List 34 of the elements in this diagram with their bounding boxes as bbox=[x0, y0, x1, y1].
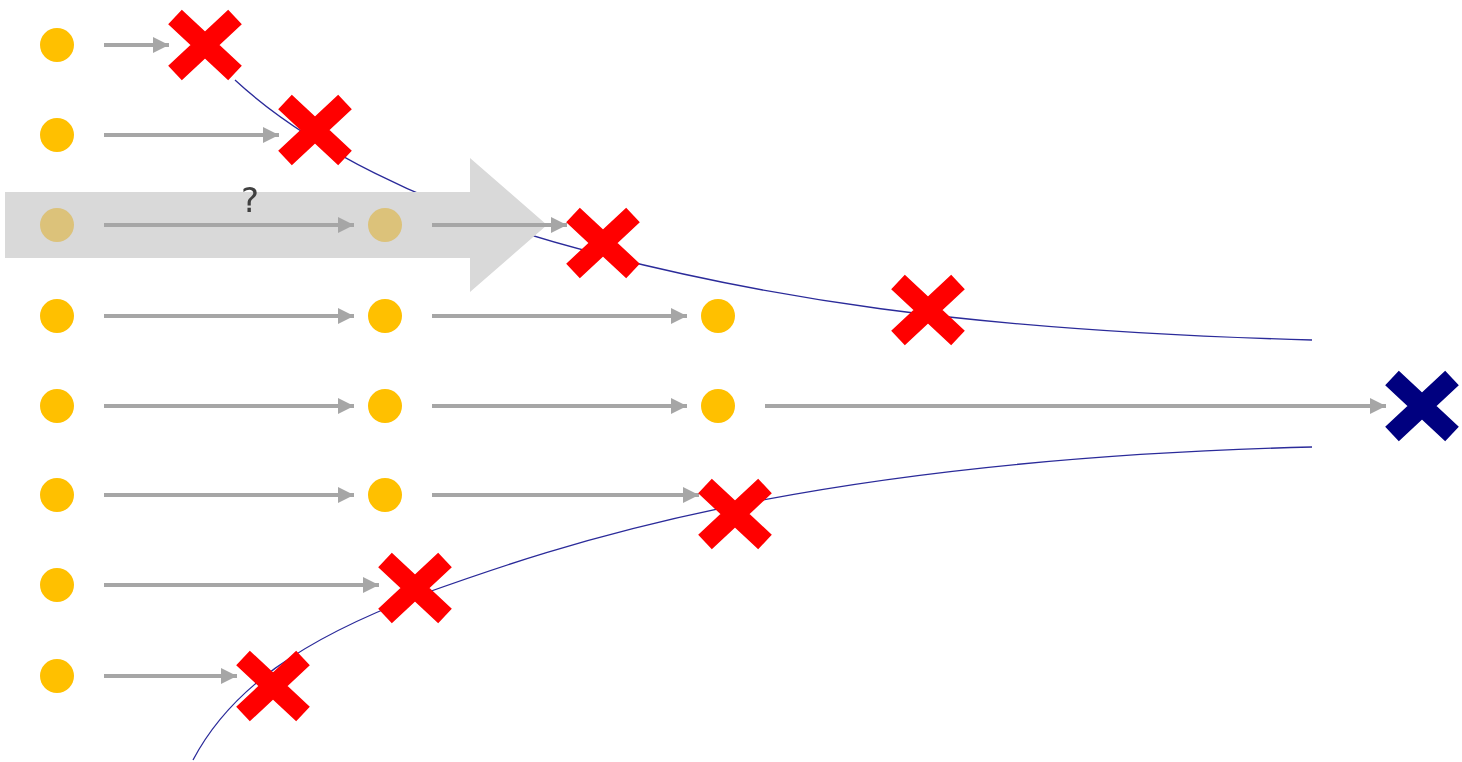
cross-mark bbox=[1382, 370, 1462, 442]
arrow bbox=[765, 398, 1386, 414]
dot bbox=[368, 478, 402, 512]
dot bbox=[40, 299, 74, 333]
cross-mark bbox=[233, 650, 313, 722]
dot bbox=[368, 299, 402, 333]
arrow bbox=[432, 308, 687, 324]
dot bbox=[368, 389, 402, 423]
arrow bbox=[104, 668, 237, 684]
arrow bbox=[104, 127, 279, 143]
cross-mark bbox=[888, 274, 968, 346]
arrow bbox=[104, 398, 354, 414]
dot bbox=[40, 659, 74, 693]
arrow bbox=[432, 487, 699, 503]
cross-mark bbox=[375, 552, 455, 624]
arrow bbox=[104, 308, 354, 324]
arrow bbox=[104, 577, 379, 593]
arrow bbox=[432, 398, 687, 414]
question-mark: ? bbox=[241, 180, 260, 220]
arrow bbox=[104, 217, 354, 233]
arrow bbox=[104, 487, 354, 503]
arrow bbox=[104, 37, 169, 53]
cross-mark bbox=[695, 478, 775, 550]
cross-mark bbox=[165, 9, 245, 81]
cross-mark bbox=[563, 207, 643, 279]
dot bbox=[701, 389, 735, 423]
dot bbox=[40, 478, 74, 512]
dot bbox=[40, 389, 74, 423]
dot bbox=[40, 118, 74, 152]
cross-mark bbox=[275, 94, 355, 166]
dot bbox=[40, 28, 74, 62]
dot bbox=[40, 568, 74, 602]
arrow bbox=[432, 217, 567, 233]
dot bbox=[701, 299, 735, 333]
